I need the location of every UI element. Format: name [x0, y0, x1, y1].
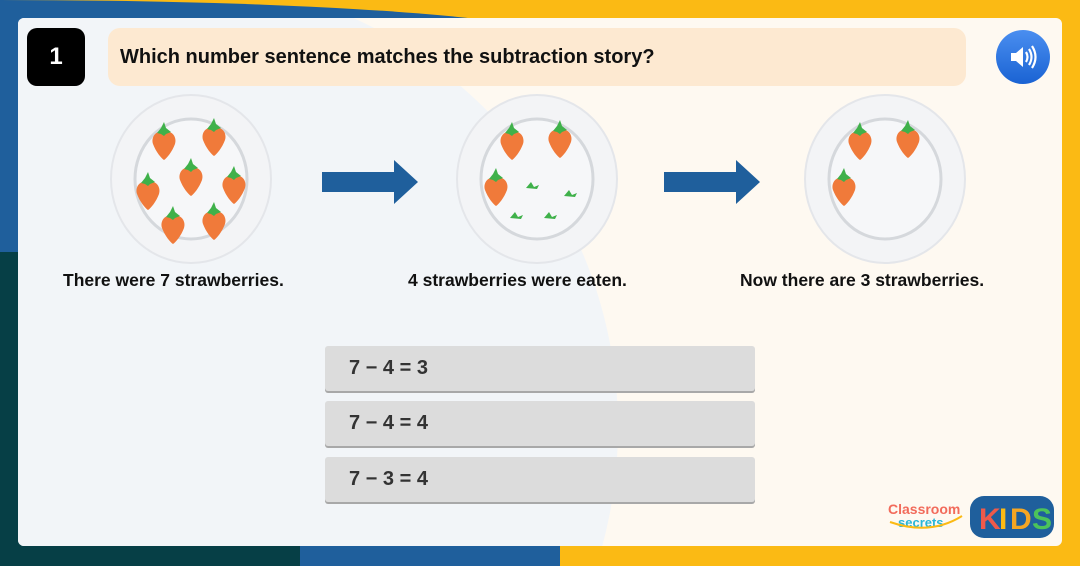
story-caption-3: Now there are 3 strawberries.	[740, 270, 985, 290]
svg-text:K: K	[979, 503, 1001, 536]
audio-button[interactable]	[996, 30, 1050, 84]
plate-3-strawberries	[804, 94, 966, 264]
svg-text:D: D	[1010, 503, 1032, 536]
plate-3-strawberries-4-stems	[456, 94, 618, 264]
answer-option-3[interactable]: 7 − 3 = 4	[325, 457, 755, 502]
answer-label: 7 − 4 = 4	[349, 412, 428, 434]
answer-option-2[interactable]: 7 − 4 = 4	[325, 401, 755, 446]
answer-option-1[interactable]: 7 − 4 = 3	[325, 346, 755, 391]
question-number-badge: 1	[27, 28, 85, 86]
question-card: 1 Which number sentence matches the subt…	[18, 18, 1062, 546]
story-caption-2: 4 strawberries were eaten.	[408, 270, 627, 290]
classroom-secrets-kids-logo: Classroom secrets K I D S	[888, 496, 1054, 538]
logo-line1: Classroom	[888, 501, 960, 517]
question-box: Which number sentence matches the subtra…	[108, 28, 966, 86]
arrow-right-icon	[322, 160, 418, 204]
answer-label: 7 − 3 = 4	[349, 468, 428, 490]
plate-7-strawberries	[110, 94, 272, 264]
question-text: Which number sentence matches the subtra…	[120, 45, 655, 68]
answer-label: 7 − 4 = 3	[349, 357, 428, 379]
svg-text:I: I	[999, 503, 1007, 536]
question-number: 1	[49, 43, 63, 70]
svg-text:S: S	[1032, 503, 1052, 536]
arrow-right-icon	[664, 160, 760, 204]
speaker-icon	[1011, 45, 1037, 69]
story-caption-1: There were 7 strawberries.	[63, 270, 284, 290]
